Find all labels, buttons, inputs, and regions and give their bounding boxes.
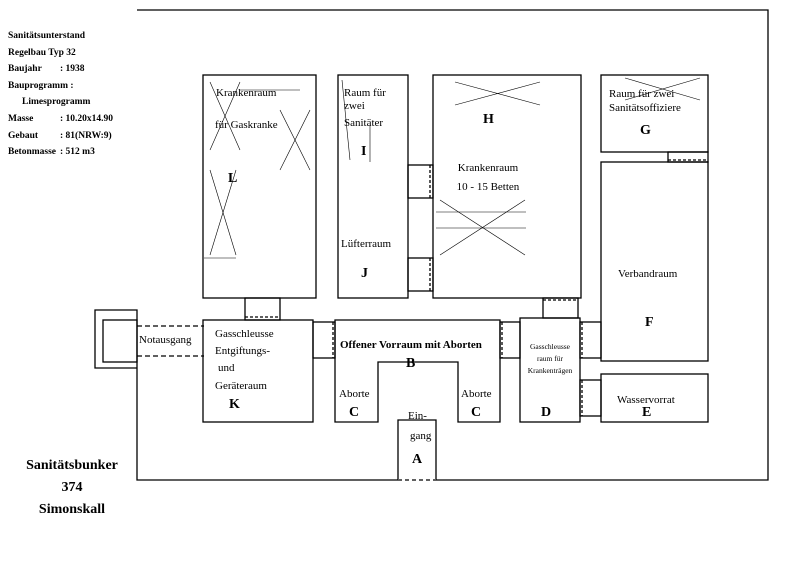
room-B-letter: B [406, 356, 416, 371]
room-E-name: Wasservorrat [617, 394, 675, 406]
room-G-letter: G [640, 123, 651, 138]
notausgang-label: Notausgang [139, 334, 192, 346]
room-K-name: und [218, 362, 235, 374]
room-F-name: Verbandraum [618, 268, 678, 280]
caption-line: Simonskall [38, 502, 106, 517]
room-F [600, 161, 709, 362]
room-A-name: gang [410, 430, 432, 442]
room-L [202, 74, 317, 299]
info-title: Sanitätsunterstand [8, 31, 86, 41]
room-I-hatch [341, 79, 371, 162]
room-K-name: Entgiftungs- [215, 345, 270, 357]
room-J-letter: J [361, 266, 368, 281]
room-H [432, 74, 582, 299]
room-L-name: für Gaskranke [215, 119, 278, 131]
info-row: Masse: 10.20x14.90 [8, 113, 114, 124]
connector-H-D [542, 297, 579, 319]
room-A-name: Ein- [408, 410, 427, 422]
room-H-hatch [436, 81, 541, 256]
room-L-hatch [204, 81, 311, 259]
room-L-letter: L [228, 171, 238, 186]
info-row: Baujahr: 1938 [8, 64, 85, 75]
room-G-hatch [624, 77, 701, 101]
room-G [600, 74, 709, 153]
room-C-right-name: Aborte [461, 388, 492, 400]
room-J-name: Lüfterraum [341, 238, 392, 250]
room-D-letter: D [541, 405, 552, 420]
room-D-name: Krankenträgen [527, 366, 573, 375]
info-row: Bauprogramm : [8, 80, 74, 91]
room-C-left-letter: C [349, 405, 360, 420]
room-H-letter: H [483, 112, 494, 127]
connector-1 [407, 164, 434, 199]
room-D-name: raum für [536, 354, 564, 363]
connector-D-F [579, 321, 602, 359]
room-G-name: Raum für zwei [609, 88, 675, 100]
info-row: Limesprogramm [22, 97, 91, 108]
room-E-letter: E [642, 405, 652, 420]
room-F-letter: F [645, 315, 654, 330]
outer-wall [94, 9, 769, 481]
caption-line: Sanitätsbunker [26, 458, 118, 473]
room-C-right-letter: C [471, 405, 482, 420]
info-row: Betonmasse: 512 m3 [8, 147, 95, 158]
room-C-left-name: Aborte [339, 388, 370, 400]
room-K-name: Gasschleusse [215, 328, 274, 340]
bunker-caption: Sanitätsbunker 374 Simonskall [8, 455, 136, 521]
caption-line: 374 [61, 480, 83, 495]
room-K-name: Geräteraum [215, 380, 267, 392]
connector-K-B [312, 321, 336, 359]
room-H-name: Krankenraum [457, 162, 519, 174]
room-B-name: Offener Vorraum mit Aborten [340, 339, 482, 351]
room-I-name: Raum für [344, 87, 386, 99]
connector-D-E [579, 379, 602, 417]
room-H-name: 10 - 15 Betten [456, 181, 520, 193]
notausgang-box [102, 319, 138, 363]
connector-2 [407, 257, 434, 292]
room-I-name: Sanitäter [344, 117, 384, 129]
info-row: Gebaut: 81(NRW:9) [8, 130, 112, 141]
room-D-name: Gasschleusse [530, 342, 570, 351]
bunker-info: Sanitätsunterstand Regelbau Typ 32 Bauja… [8, 28, 113, 161]
room-I-name: zwei [344, 100, 365, 112]
room-K-letter: K [229, 397, 240, 412]
room-I-letter: I [361, 144, 367, 159]
connector-L-K [244, 297, 281, 321]
room-A-letter: A [412, 452, 423, 467]
room-E [600, 373, 709, 423]
connector-B-D [499, 321, 521, 359]
room-G-name: Sanitätsoffiziere [609, 102, 681, 114]
info-row: Regelbau Typ 32 [8, 47, 76, 58]
room-L-name: Krankenraum [216, 87, 277, 99]
